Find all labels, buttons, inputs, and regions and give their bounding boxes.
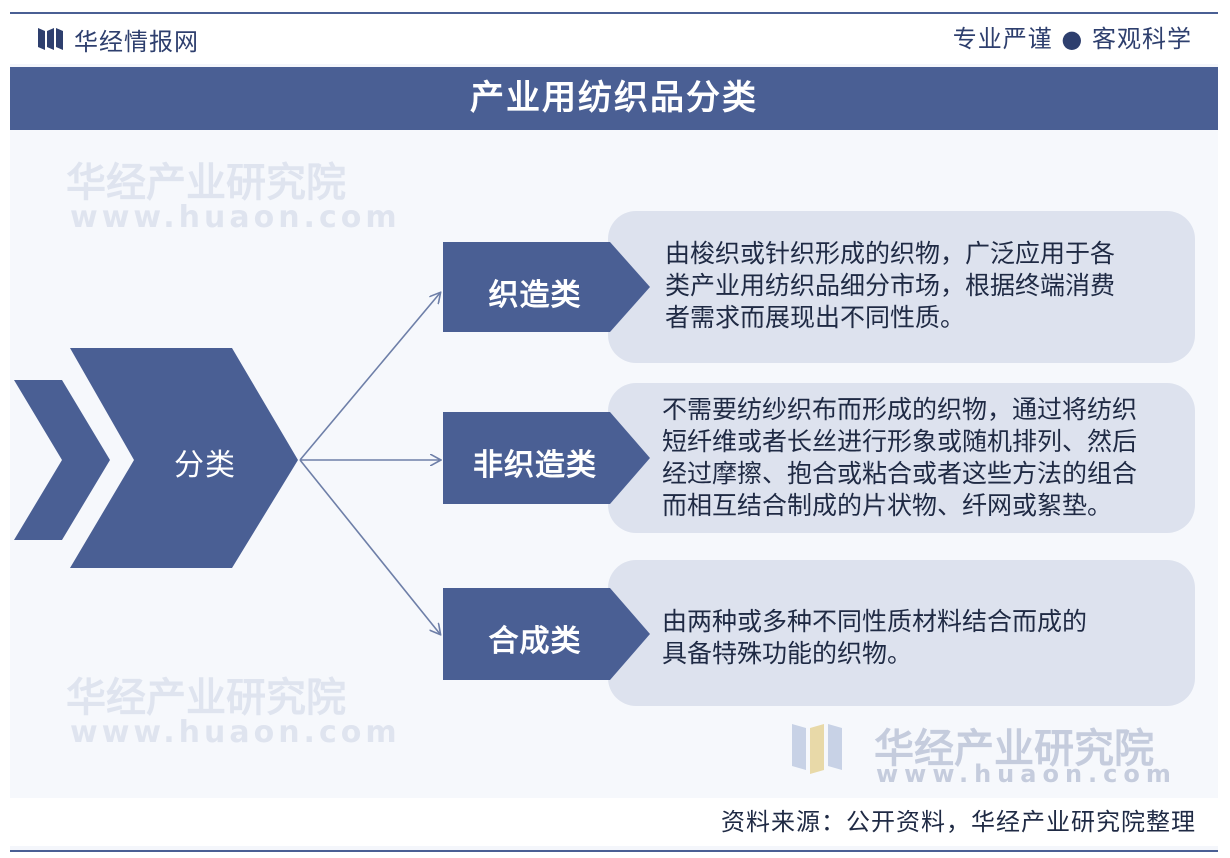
- desc-line: 经过摩擦、抱合或粘合或者这些方法的组合: [662, 459, 1138, 488]
- watermark-text: 华经产业研究院: [66, 160, 346, 206]
- root-label: 分类: [174, 448, 236, 483]
- desc-box-1: [608, 211, 1195, 363]
- desc-line: 由梭织或针织形成的织物，广泛应用于各: [665, 239, 1116, 268]
- watermark-big-url: www.huaon.com: [876, 760, 1177, 788]
- watermark-url: www.huaon.com: [70, 200, 401, 235]
- desc-line: 由两种或多种不同性质材料结合而成的: [662, 607, 1088, 636]
- category-shape-3: [443, 588, 650, 680]
- category-shape-2: [443, 412, 650, 504]
- page-title: 产业用纺织品分类: [10, 67, 1218, 130]
- watermark-url: www.huaon.com: [70, 715, 401, 750]
- footer-bar: [10, 798, 1218, 846]
- small-chevron: [14, 380, 110, 540]
- category-desc-1: 由梭织或针织形成的织物，广泛应用于各 类产业用纺织品细分市场，根据终端消费 者需…: [665, 238, 1115, 334]
- watermark-logo-icon: [792, 724, 842, 774]
- watermark-text: 华经产业研究院: [66, 675, 346, 721]
- desc-line: 短纤维或者长丝进行形象或随机排列、然后: [662, 427, 1138, 456]
- desc-box-2: [608, 383, 1195, 533]
- brand-logo-icon: [38, 28, 63, 50]
- watermark-big-text: 华经产业研究院: [874, 726, 1154, 772]
- desc-line: 者需求而展现出不同性质。: [665, 303, 966, 332]
- category-label-3: 合成类: [488, 624, 582, 659]
- category-label-1: 织造类: [488, 278, 582, 313]
- category-shape-1: [443, 242, 650, 332]
- connector-arrow-1: [299, 293, 440, 461]
- desc-line: 具备特殊功能的织物。: [662, 639, 913, 668]
- root-chevron: [70, 348, 298, 568]
- brand-name: 华经情报网: [74, 27, 199, 56]
- top-bar: [10, 14, 1218, 64]
- category-label-2: 非织造类: [473, 448, 597, 483]
- category-desc-2: 不需要纺纱织布而形成的织物，通过将纺织 短纤维或者长丝进行形象或随机排列、然后 …: [662, 394, 1137, 522]
- desc-box-3: [608, 560, 1195, 706]
- source-note: 资料来源：公开资料，华经产业研究院整理: [721, 808, 1196, 836]
- desc-line: 而相互结合制成的片状物、纤网或絮垫。: [662, 491, 1113, 520]
- desc-line: 不需要纺纱织布而形成的织物，通过将纺织: [662, 395, 1138, 424]
- connector-arrow-3: [299, 459, 440, 634]
- desc-line: 类产业用纺织品细分市场，根据终端消费: [665, 271, 1116, 300]
- category-desc-3: 由两种或多种不同性质材料结合而成的 具备特殊功能的织物。: [662, 606, 1087, 670]
- brand: 华经情报网: [36, 22, 199, 56]
- slogan: 专业严谨 ● 客观科学: [952, 25, 1192, 53]
